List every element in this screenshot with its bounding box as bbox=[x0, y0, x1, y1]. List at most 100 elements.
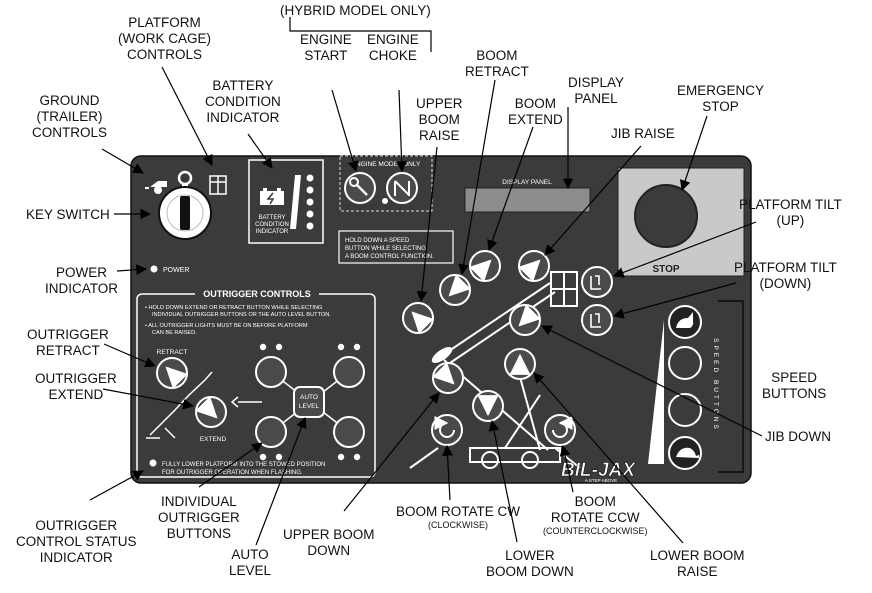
auto-level-text-2: LEVEL bbox=[299, 403, 320, 410]
leader-lines bbox=[89, 66, 763, 546]
outrigger-button-front-left[interactable] bbox=[255, 356, 287, 388]
rotate-cw-icon bbox=[434, 416, 455, 438]
engine-model-only-box bbox=[339, 155, 433, 212]
display-panel-label: DISPLAY PANEL bbox=[502, 179, 552, 186]
callout-outrigger-status: OUTRIGGER CONTROL STATUS INDICATOR bbox=[16, 518, 137, 566]
speed-button-fast[interactable] bbox=[668, 305, 702, 339]
emergency-stop-line-1: EMERGENCY bbox=[677, 83, 765, 98]
rabbit-icon bbox=[676, 312, 694, 328]
callout-outrigger-extend: OUTRIGGER EXTEND bbox=[35, 371, 117, 403]
outrigger-extend-line-2: EXTEND bbox=[48, 387, 104, 402]
callout-emergency-stop: EMERGENCY STOP bbox=[677, 83, 764, 115]
emergency-stop-button[interactable] bbox=[634, 184, 698, 248]
platform-tilt-up-line-1: PLATFORM TILT bbox=[739, 197, 842, 212]
platform-tilt-down-button[interactable] bbox=[581, 304, 613, 336]
upper-boom-down-line-2: DOWN bbox=[307, 543, 351, 558]
upper-boom-down-button[interactable] bbox=[432, 362, 464, 394]
outrigger-extend-button[interactable] bbox=[195, 396, 227, 428]
jib-raise-button[interactable] bbox=[518, 250, 550, 282]
battery-indicator-box bbox=[248, 159, 324, 244]
callout-outrigger-retract: OUTRIGGER RETRACT bbox=[27, 327, 109, 359]
speed-buttons-line-2: BUTTONS bbox=[762, 386, 827, 401]
platform-tilt-up-button[interactable] bbox=[581, 266, 613, 298]
engine-model-only-label: ENGINE MODEL ONLY bbox=[352, 161, 421, 168]
callout-speed-buttons: SPEED BUTTONS bbox=[762, 370, 826, 402]
auto-level-line-2: LEVEL bbox=[229, 563, 272, 578]
callout-display-panel: DISPLAY PANEL bbox=[568, 75, 624, 107]
power-indicator-line-2: INDICATOR bbox=[45, 281, 119, 296]
lower-boom-down-line-1: LOWER bbox=[505, 548, 555, 563]
outrigger-status-light bbox=[149, 459, 157, 467]
callout-individual-outrigger-buttons: INDIVIDUAL OUTRIGGER BUTTONS bbox=[158, 494, 240, 542]
callout-lower-boom-raise: LOWER BOOM RAISE bbox=[650, 548, 745, 580]
lower-boom-raise-line-1: LOWER BOOM bbox=[650, 548, 745, 563]
turtle-icon bbox=[676, 447, 699, 458]
bil-jax-slogan: A STEP ABOVE bbox=[585, 478, 617, 483]
platform-controls-icon bbox=[209, 175, 227, 195]
boom-rotate-ccw-button[interactable] bbox=[544, 414, 576, 446]
engine-start-button[interactable] bbox=[344, 172, 376, 204]
lower-boom-down-button[interactable] bbox=[472, 390, 504, 422]
rotate-ccw-icon bbox=[552, 416, 573, 438]
boom-extend-line-1: BOOM bbox=[514, 96, 557, 111]
key-switch[interactable] bbox=[158, 186, 212, 240]
platform-controls-line-2: (WORK CAGE) bbox=[118, 31, 211, 46]
battery-indicator-line-3: INDICATOR bbox=[206, 110, 280, 125]
boom-extend-button[interactable] bbox=[469, 250, 501, 282]
stop-label: STOP bbox=[652, 264, 679, 275]
boom-rotate-ccw-line-2: ROTATE CCW bbox=[550, 510, 640, 525]
battery-label-3: INDICATOR bbox=[256, 229, 289, 235]
fully-lower-note-1: FULLY LOWER PLATFORM INTO THE STOWED POS… bbox=[162, 462, 325, 468]
speed-note-line-1: HOLD DOWN A SPEED bbox=[345, 238, 410, 244]
engine-start-line-2: START bbox=[304, 48, 348, 63]
engine-choke-button[interactable] bbox=[386, 172, 418, 204]
callout-upper-boom-raise: UPPER BOOM RAISE bbox=[416, 96, 463, 144]
callout-platform-tilt-down: PLATFORM TILT (DOWN) bbox=[734, 260, 837, 292]
speed-note-box bbox=[338, 230, 454, 264]
boom-rotate-cw-button[interactable] bbox=[431, 414, 463, 446]
outrigger-status-line-2: CONTROL STATUS bbox=[16, 534, 137, 549]
jib-down-button[interactable] bbox=[509, 304, 541, 336]
lower-boom-down-line-2: BOOM DOWN bbox=[486, 564, 574, 579]
boom-retract-line-1: BOOM bbox=[476, 48, 518, 63]
speed-buttons-line-1: SPEED bbox=[771, 370, 818, 385]
key-icon bbox=[349, 177, 368, 196]
speed-button-medium-high[interactable] bbox=[668, 346, 702, 380]
individual-outrigger-line-2: OUTRIGGER bbox=[158, 510, 240, 525]
display-panel-line-2: PANEL bbox=[574, 91, 618, 106]
individual-outrigger-line-1: INDIVIDUAL bbox=[160, 494, 237, 509]
outrigger-status-lights bbox=[259, 343, 361, 461]
speed-buttons-bracket bbox=[718, 300, 744, 473]
boom-rotate-ccw-line-1: BOOM bbox=[574, 494, 616, 509]
engine-indicator-light bbox=[382, 198, 388, 204]
upper-boom-raise-button[interactable] bbox=[402, 302, 434, 334]
platform-controls-line-3: CONTROLS bbox=[126, 47, 202, 62]
outrigger-button-rear-left[interactable] bbox=[255, 416, 287, 448]
power-indicator-line-1: POWER bbox=[56, 265, 108, 280]
lower-boom-raise-button[interactable] bbox=[504, 348, 536, 380]
battery-icon bbox=[260, 188, 284, 205]
platform-tilt-down-line-2: (DOWN) bbox=[759, 276, 812, 291]
boom-retract-button[interactable] bbox=[439, 274, 471, 306]
upper-boom-raise-line-2: BOOM bbox=[418, 112, 460, 127]
callout-boom-rotate-ccw: BOOM ROTATE CCW (COUNTERCLOCKWISE) bbox=[543, 494, 648, 536]
outrigger-retract-line-2: RETRACT bbox=[36, 343, 100, 358]
upper-boom-raise-line-3: RAISE bbox=[419, 128, 460, 143]
outrigger-button-rear-right[interactable] bbox=[333, 416, 365, 448]
outrigger-retract-button[interactable] bbox=[156, 357, 188, 389]
bil-jax-logo: BIL-JAX bbox=[561, 460, 636, 481]
callout-platform-controls: PLATFORM (WORK CAGE) CONTROLS bbox=[118, 15, 211, 63]
power-indicator-light bbox=[150, 265, 158, 273]
speed-button-medium-low[interactable] bbox=[668, 393, 702, 427]
outrigger-button-front-right[interactable] bbox=[333, 356, 365, 388]
auto-level-button[interactable]: AUTO LEVEL bbox=[293, 386, 325, 418]
auto-level-line-1: AUTO bbox=[231, 547, 269, 562]
lower-boom-raise-line-2: RAISE bbox=[677, 564, 718, 579]
callout-boom-retract: BOOM RETRACT bbox=[465, 48, 529, 80]
speed-note-line-2: BUTTON WHILE SELECTING bbox=[345, 246, 426, 252]
callout-upper-boom-down: UPPER BOOM DOWN bbox=[283, 527, 375, 559]
upper-boom-raise-line-1: UPPER bbox=[416, 96, 463, 111]
ground-controls-line-3: CONTROLS bbox=[32, 125, 108, 140]
speed-button-slow[interactable] bbox=[668, 436, 702, 470]
